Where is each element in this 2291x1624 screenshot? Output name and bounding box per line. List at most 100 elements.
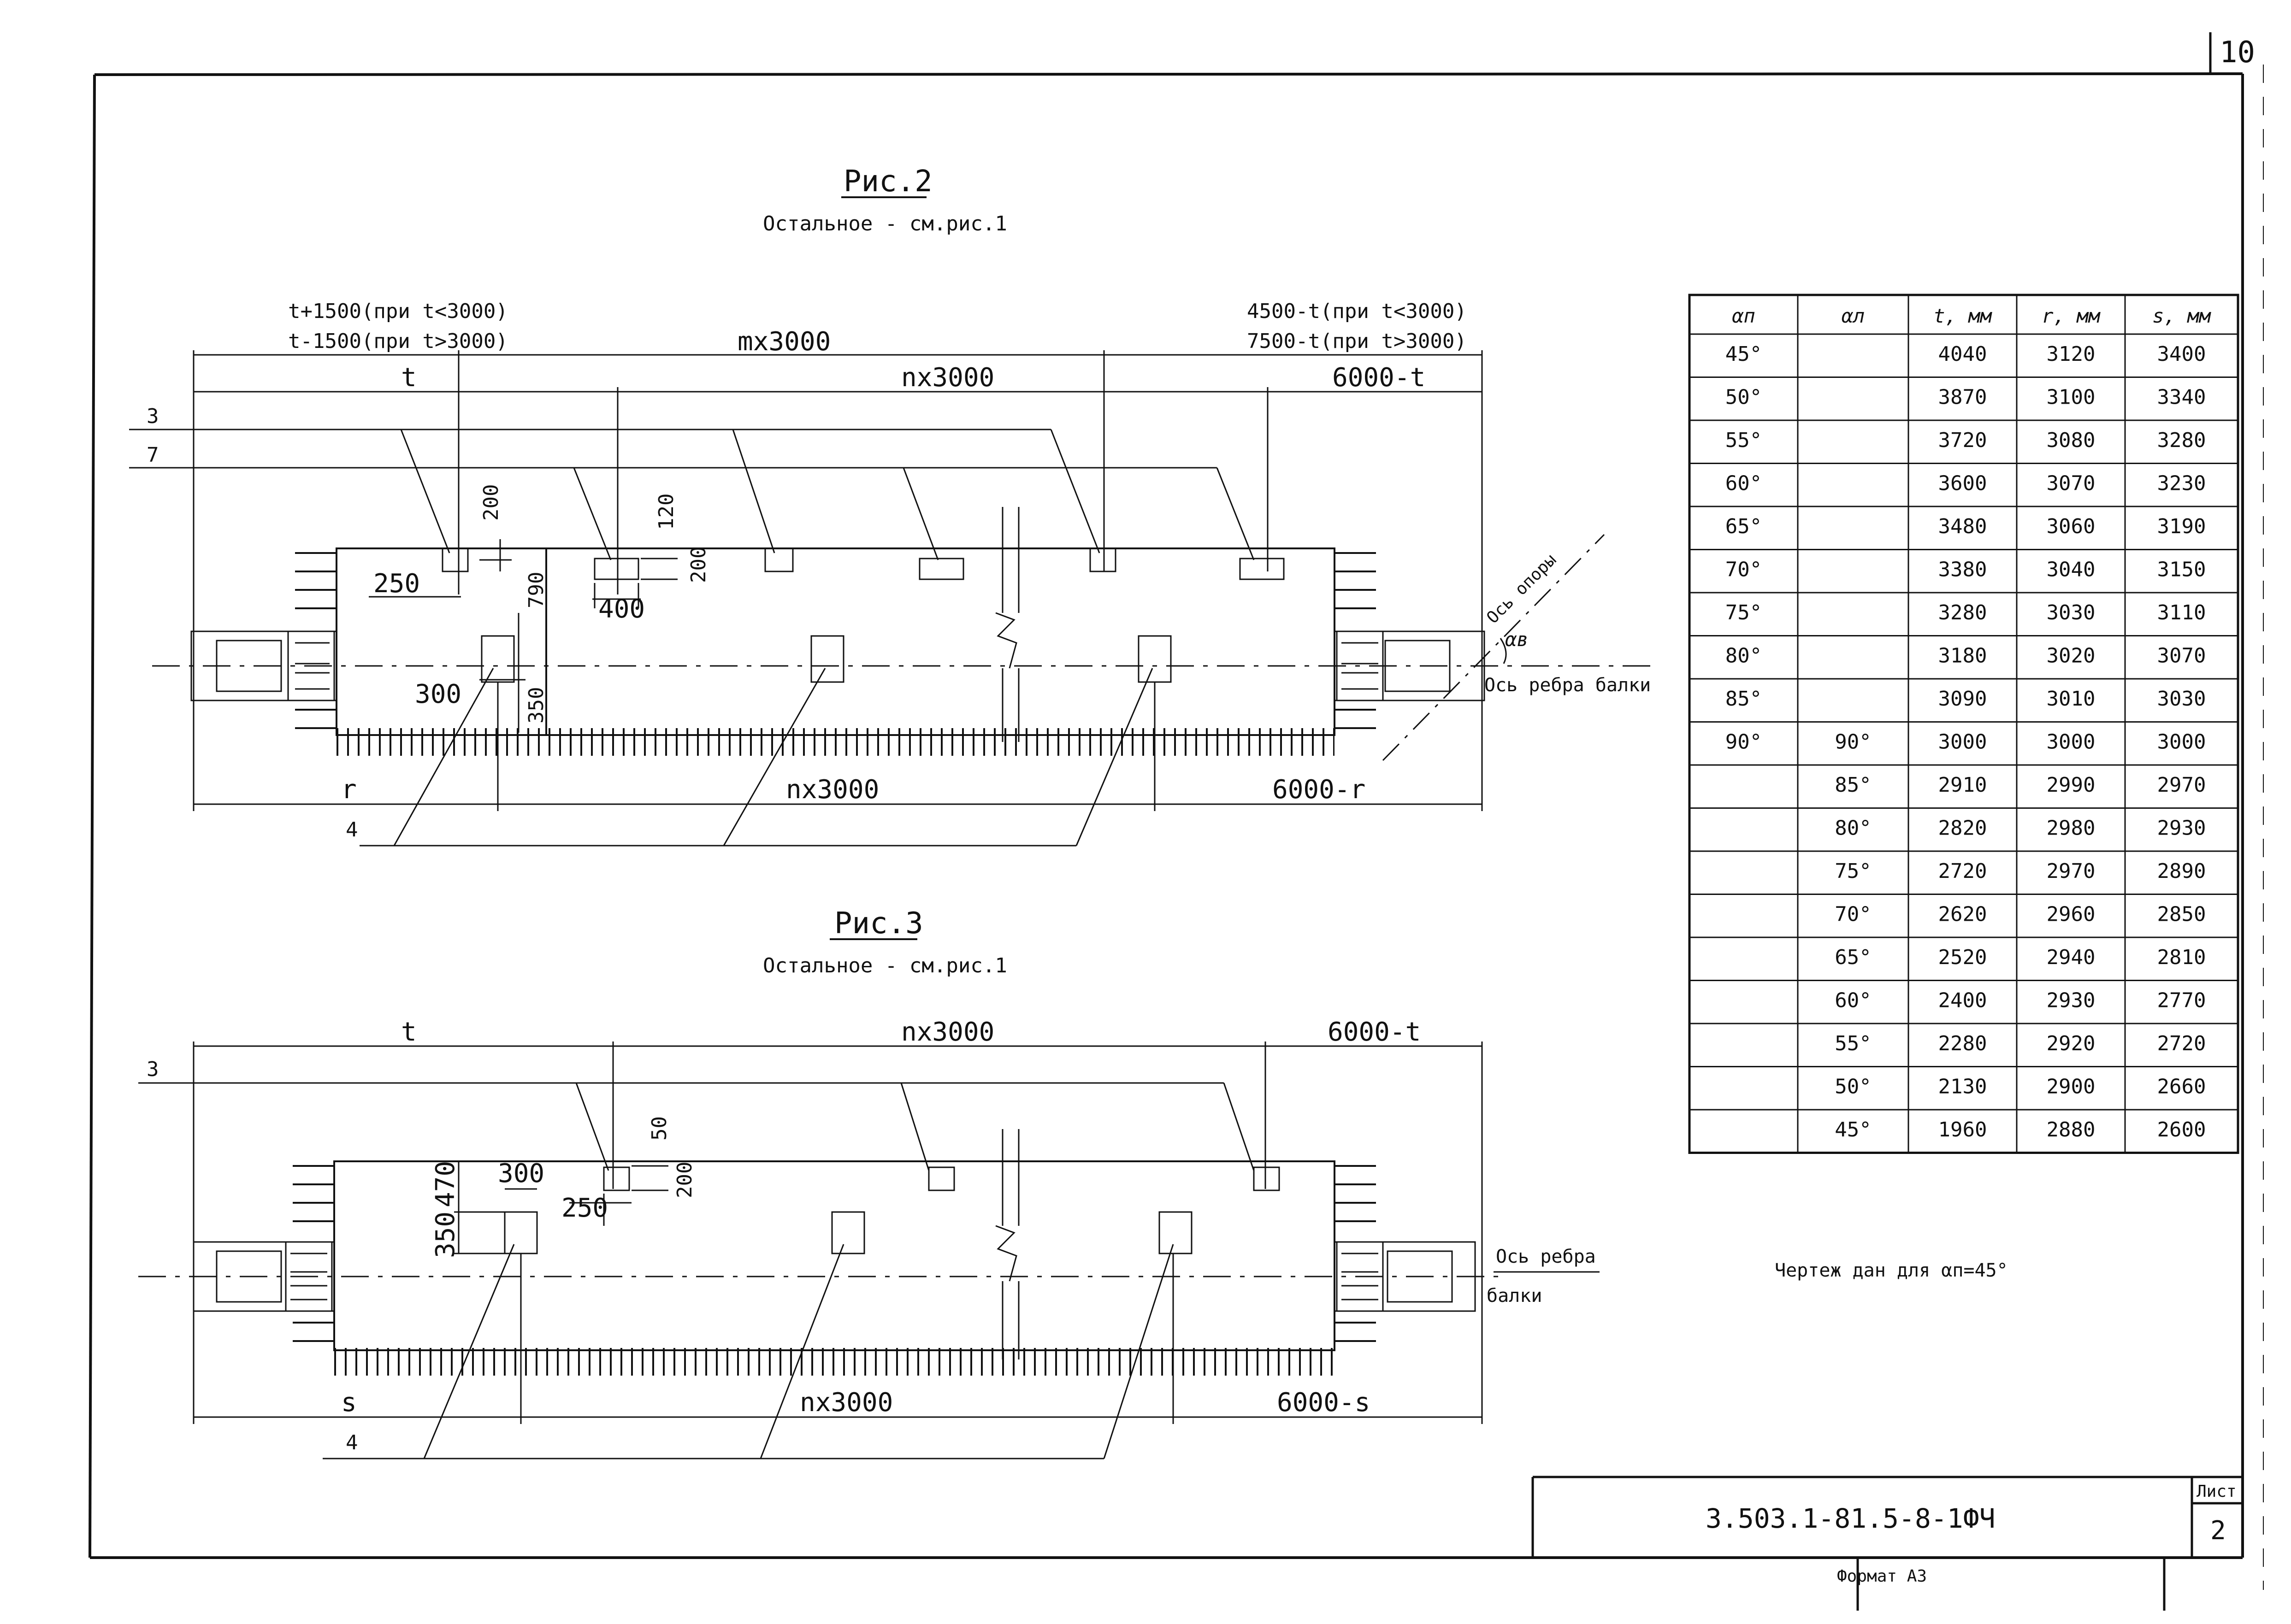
fig2-angle: αв (1505, 628, 1529, 651)
table-cell: 2910 (1938, 773, 1987, 797)
fig3-dim-s: s (341, 1388, 357, 1418)
fig2-d200b: 200 (687, 547, 710, 583)
table-cell: 3340 (2157, 385, 2206, 409)
fig2-leader-4: 4 (346, 818, 358, 841)
table-header: r, мм (2042, 305, 2101, 327)
fig2-axis-rib: Ось ребра балки (1484, 675, 1651, 696)
table-header: t, мм (1933, 305, 1992, 327)
table-cell: 3000 (1938, 730, 1987, 753)
table-cell: 55° (1835, 1032, 1871, 1055)
table-cell: 3280 (2157, 429, 2206, 452)
table-cell: 3150 (2157, 558, 2206, 581)
fig2-dim-r: r (341, 775, 357, 805)
page-number: 10 (2220, 35, 2255, 70)
table-cell: 2620 (1938, 902, 1987, 926)
table-cell: 3020 (2047, 644, 2096, 667)
fig2-d350: 350 (525, 687, 548, 724)
list-label: Лист (2197, 1482, 2237, 1501)
list-number: 2 (2210, 1516, 2226, 1546)
table-cell: 2890 (2157, 859, 2206, 883)
table-cell: 3070 (2047, 471, 2096, 495)
table-cell: 2770 (2157, 989, 2206, 1012)
table-cell: 3600 (1938, 471, 1987, 495)
fig2-dim-6000t: 6000-t (1332, 363, 1425, 393)
table-header: αл (1842, 305, 1865, 327)
table-cell: 2280 (1938, 1032, 1987, 1055)
table-cell: 3230 (2157, 471, 2206, 495)
fig3-d470: 470 (431, 1161, 461, 1207)
fig2-dim-nx3000-bottom: nx3000 (786, 775, 879, 805)
fig3-axis-rib-2: балки (1487, 1285, 1542, 1306)
fig2-subtitle: Остальное - см.рис.1 (763, 212, 1007, 235)
table-cell: 4040 (1938, 342, 1987, 366)
table-cell: 60° (1835, 989, 1871, 1012)
fig2-dim-nx3000-top: nx3000 (901, 363, 994, 393)
table-cell: 3190 (2157, 515, 2206, 538)
fig3-dim-t: t (401, 1017, 417, 1047)
table-cell: 90° (1725, 730, 1762, 753)
sheet-frame (89, 32, 2264, 1590)
format-label: Формат А3 (1837, 1567, 1927, 1586)
table-cell: 2970 (2047, 859, 2096, 883)
fig3-leader-3: 3 (147, 1058, 159, 1081)
fig2-top-right-1: 4500-t(при t<3000) (1247, 300, 1467, 323)
table-cell: 1960 (1938, 1118, 1987, 1142)
fig2-d790: 790 (525, 572, 548, 608)
fig3-dim-6000s: 6000-s (1277, 1388, 1370, 1418)
table-cell: 3180 (1938, 644, 1987, 667)
table-cell: 75° (1835, 859, 1871, 883)
fig3-dim-nx3000-bottom: nx3000 (800, 1388, 893, 1418)
fig2-d120: 120 (655, 494, 678, 530)
table-cell: 2720 (1938, 859, 1987, 883)
fig2-axis-support: Ось опоры (1483, 550, 1560, 627)
table-cell: 3040 (2047, 558, 2096, 581)
fig2-d200a: 200 (479, 484, 503, 521)
fig3-d200: 200 (673, 1162, 697, 1198)
fig3-axis-rib-1: Ось ребра (1496, 1246, 1596, 1267)
table-cell: 3090 (1938, 687, 1987, 711)
fig2-title: Рис.2 (844, 165, 933, 199)
fig3-dim-6000t: 6000-t (1328, 1017, 1421, 1047)
table-cell: 3870 (1938, 385, 1987, 409)
table-cell: 45° (1835, 1118, 1871, 1142)
table-cell: 2600 (2157, 1118, 2206, 1142)
table-cell: 2880 (2047, 1118, 2096, 1142)
fig3-leader-4: 4 (346, 1431, 358, 1454)
table-cell: 85° (1835, 773, 1871, 797)
table-cell: 45° (1725, 342, 1762, 366)
table-cell: 70° (1835, 902, 1871, 926)
table-cell: 85° (1725, 687, 1762, 711)
fig3-d300: 300 (498, 1159, 544, 1189)
fig2-leader-3: 3 (147, 405, 159, 428)
table-cell: 2960 (2047, 902, 2096, 926)
table-cell: 2930 (2047, 989, 2096, 1012)
table-cell: 2820 (1938, 816, 1987, 840)
table-cell: 65° (1725, 515, 1762, 538)
table-cell: 3070 (2157, 644, 2206, 667)
table-cell: 3030 (2157, 687, 2206, 711)
fig3-dim-nx3000-top: nx3000 (901, 1017, 994, 1047)
table-cell: 2930 (2157, 816, 2206, 840)
table-cell: 2900 (2047, 1075, 2096, 1098)
fig2-leader-7: 7 (147, 443, 159, 467)
table-cell: 55° (1725, 429, 1762, 452)
table-cell: 65° (1835, 946, 1871, 969)
fig2-d250: 250 (373, 569, 420, 599)
table-cell: 3400 (2157, 342, 2206, 366)
table-cell: 3100 (2047, 385, 2096, 409)
table-header: αп (1732, 305, 1755, 327)
fig2-top-left-2: t-1500(при t>3000) (288, 330, 508, 353)
table-cell: 2850 (2157, 902, 2206, 926)
title-block (1531, 1476, 2243, 1611)
table-cell: 3000 (2047, 730, 2096, 753)
table-cell: 2940 (2047, 946, 2096, 969)
table-cell: 80° (1835, 816, 1871, 840)
table-cell: 3060 (2047, 515, 2096, 538)
table-header: s, мм (2152, 305, 2211, 327)
fig2-dim-6000r: 6000-r (1272, 775, 1365, 805)
fig3-d350: 350 (431, 1212, 461, 1258)
fig3: Рис.3 Остальное - см.рис.1 (138, 906, 1600, 1459)
table-cell: 2990 (2047, 773, 2096, 797)
